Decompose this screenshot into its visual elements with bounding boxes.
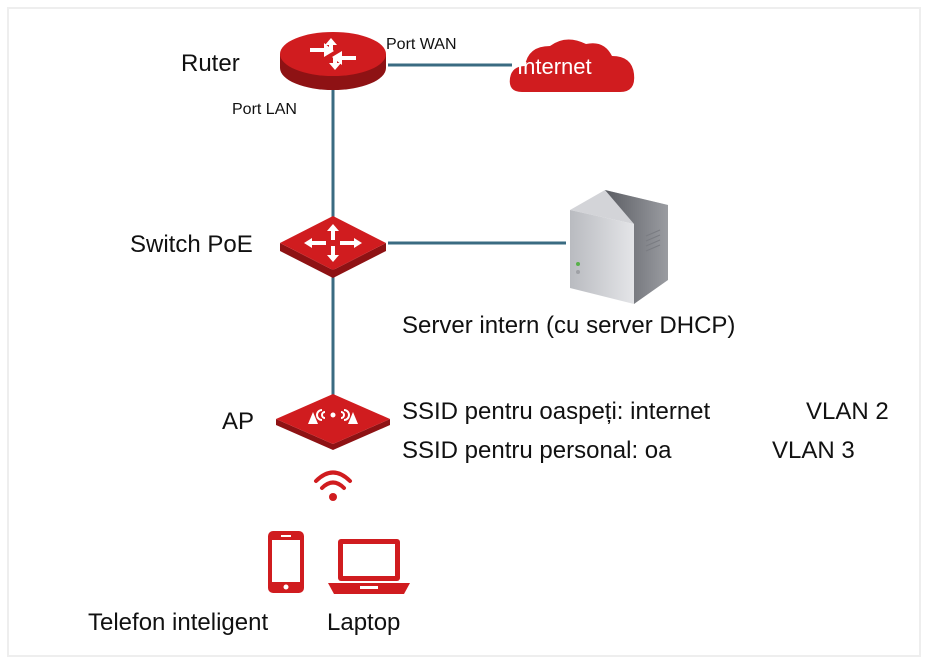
ssid-staff-vlan: VLAN 3 [772,437,855,464]
ssid-staff-text: SSID pentru personal: oa [402,437,672,464]
server-icon [570,190,668,304]
laptop-label: Laptop [327,609,401,636]
phone-label: Telefon inteligent [88,609,269,636]
router-label: Ruter [181,50,240,77]
internet-cloud-icon [509,39,635,92]
laptop-icon [328,539,410,594]
smartphone-icon [268,531,304,593]
port-lan-label: Port LAN [232,101,297,118]
port-wan-label: Port WAN [386,36,457,53]
switch-label: Switch PoE [130,231,253,258]
ap-label: AP [222,408,255,435]
switch-icon [280,216,386,278]
frame [7,7,921,657]
wifi-signal-icon [314,470,352,501]
internet-label: Internet [517,54,592,79]
server-label: Server intern (cu server DHCP) [402,312,736,339]
ssid-guest-text: SSID pentru oaspeți: internet [402,398,711,425]
ssid-guest-vlan: VLAN 2 [806,398,889,425]
router-icon [280,32,386,90]
access-point-icon [276,394,390,450]
